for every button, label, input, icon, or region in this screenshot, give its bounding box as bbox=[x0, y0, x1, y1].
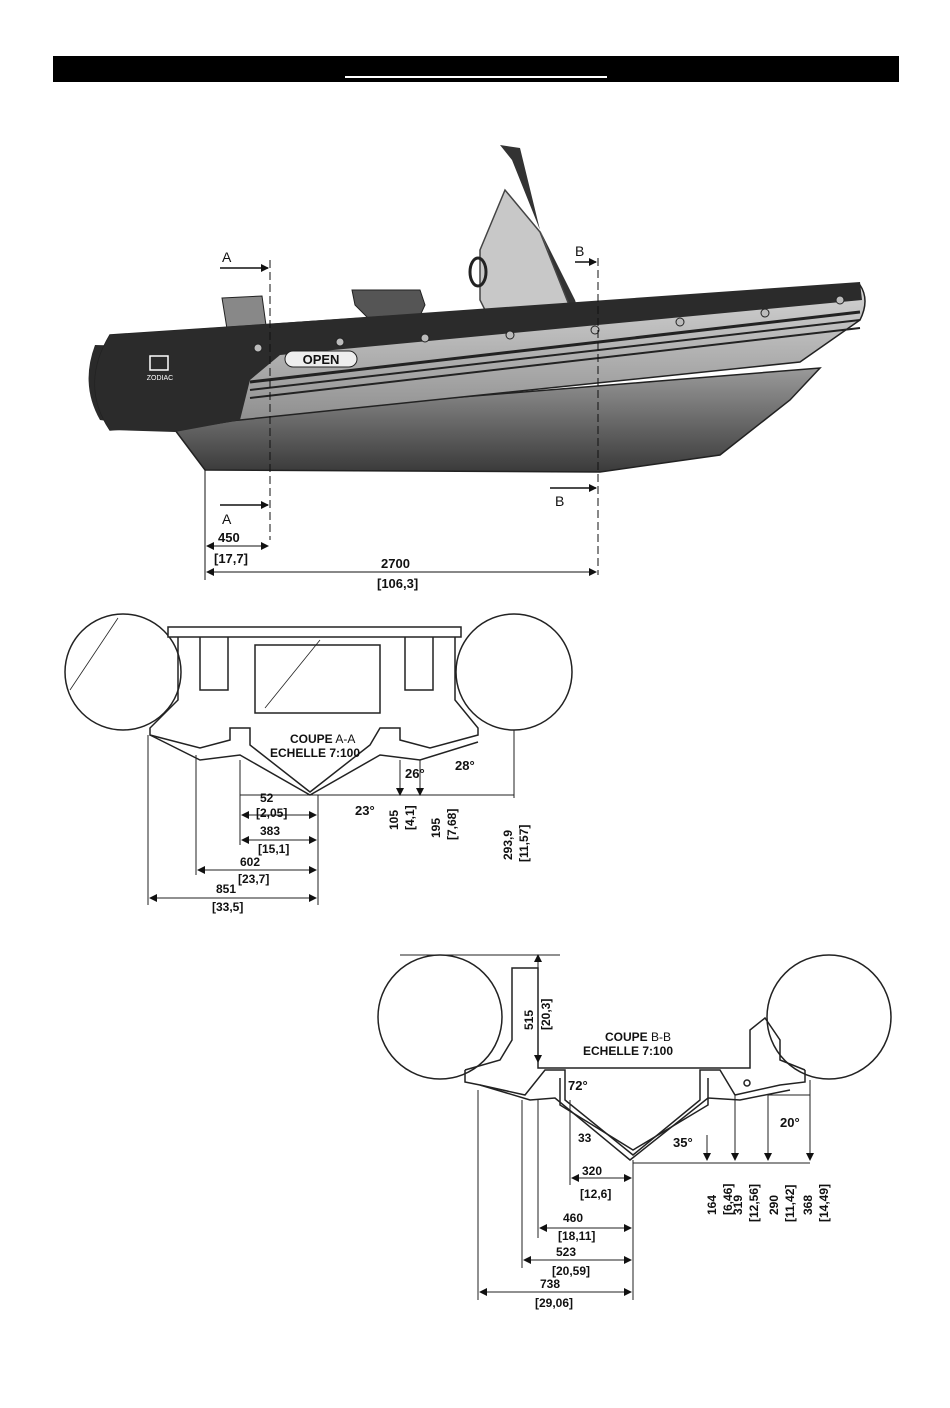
model-badge-frame bbox=[284, 350, 358, 368]
t-top-frame bbox=[500, 145, 585, 332]
dim-52-in: [2,05] bbox=[256, 806, 287, 820]
angle-23: 23° bbox=[355, 803, 375, 818]
dim-105-in: [4,1] bbox=[403, 805, 417, 830]
section-a-top: A bbox=[222, 249, 232, 265]
dim-450-in: [17,7] bbox=[214, 551, 248, 566]
tube-right-bb bbox=[766, 954, 892, 1080]
dim-602: 602 bbox=[240, 855, 260, 869]
section-b-top: B bbox=[575, 243, 584, 259]
dim-738: 738 bbox=[540, 1277, 560, 1291]
dim-515: 515 bbox=[522, 1010, 536, 1030]
dim-602-in: [23,7] bbox=[238, 872, 269, 886]
dim-851-in: [33,5] bbox=[212, 900, 243, 914]
header-underline bbox=[345, 76, 607, 78]
boat-side-view: OPEN ZODIAC A B A B 450 [17,7] 2700 [106… bbox=[88, 145, 866, 591]
dim-851: 851 bbox=[216, 882, 236, 896]
model-badge: OPEN bbox=[303, 352, 340, 367]
dim-164-in: [6,46] bbox=[721, 1184, 735, 1215]
dim-460: 460 bbox=[563, 1211, 583, 1225]
dim-2700-in: [106,3] bbox=[377, 576, 418, 591]
angle-20: 20° bbox=[780, 1115, 800, 1130]
dim-523: 523 bbox=[556, 1245, 576, 1259]
angle-28: 28° bbox=[455, 758, 475, 773]
dim-2939-in: [11,57] bbox=[517, 825, 531, 862]
section-bb-scale: ECHELLE 7:100 bbox=[583, 1044, 673, 1058]
dim-2939: 293,9 bbox=[501, 830, 515, 860]
dim-2700: 2700 bbox=[381, 556, 410, 571]
section-aa-scale: ECHELLE 7:100 bbox=[270, 746, 360, 760]
brand-label: ZODIAC bbox=[147, 375, 173, 382]
deck bbox=[167, 626, 462, 638]
angle-72: 72° bbox=[568, 1078, 588, 1093]
tube-right bbox=[455, 613, 573, 731]
dim-523-in: [20,59] bbox=[552, 1264, 590, 1278]
section-bb bbox=[377, 954, 892, 1300]
dim-320-in: [12,6] bbox=[580, 1187, 611, 1201]
dim-52: 52 bbox=[260, 791, 274, 805]
dim-383-in: [15,1] bbox=[258, 842, 289, 856]
dim-164: 164 bbox=[705, 1195, 719, 1215]
tube-left bbox=[64, 613, 182, 731]
dim-368: 368 bbox=[801, 1195, 815, 1215]
section-a-bottom: A bbox=[222, 511, 232, 527]
dim-515-in: [20,3] bbox=[539, 999, 553, 1030]
dim-195: 195 bbox=[429, 818, 443, 838]
dim-320: 320 bbox=[582, 1164, 602, 1178]
dim-450: 450 bbox=[218, 530, 240, 545]
section-aa bbox=[64, 613, 573, 905]
dim-290-in: [11,42] bbox=[783, 1185, 797, 1222]
dim-738-in: [29,06] bbox=[535, 1296, 573, 1310]
dim-319-in: [12,56] bbox=[747, 1184, 761, 1222]
dim-368-in: [14,49] bbox=[817, 1184, 831, 1222]
section-bb-title: COUPE B-B bbox=[605, 1030, 671, 1044]
dim-319: 319 bbox=[731, 1195, 745, 1215]
tube-rubstrake bbox=[95, 282, 862, 432]
dim-460-in: [18,11] bbox=[558, 1229, 595, 1243]
angle-26: 26° bbox=[405, 766, 425, 781]
angle-35: 35° bbox=[673, 1135, 693, 1150]
tube-left-bb bbox=[377, 954, 503, 1080]
section-aa-title: COUPE A-A bbox=[290, 732, 355, 746]
section-bb-labels: COUPE B-B ECHELLE 7:100 515 [20,3] 72° 3… bbox=[522, 999, 831, 1310]
dim-33: 33 bbox=[578, 1131, 592, 1145]
steering-wheel bbox=[468, 256, 488, 288]
brand-logo bbox=[149, 355, 169, 371]
dim-195-in: [7,68] bbox=[445, 809, 459, 840]
section-aa-labels: COUPE A-A ECHELLE 7:100 26° 28° 23° 52 [… bbox=[212, 732, 531, 914]
dim-383: 383 bbox=[260, 824, 280, 838]
dim-290: 290 bbox=[767, 1195, 781, 1215]
dim-105: 105 bbox=[387, 810, 401, 830]
section-b-bottom: B bbox=[555, 493, 564, 509]
